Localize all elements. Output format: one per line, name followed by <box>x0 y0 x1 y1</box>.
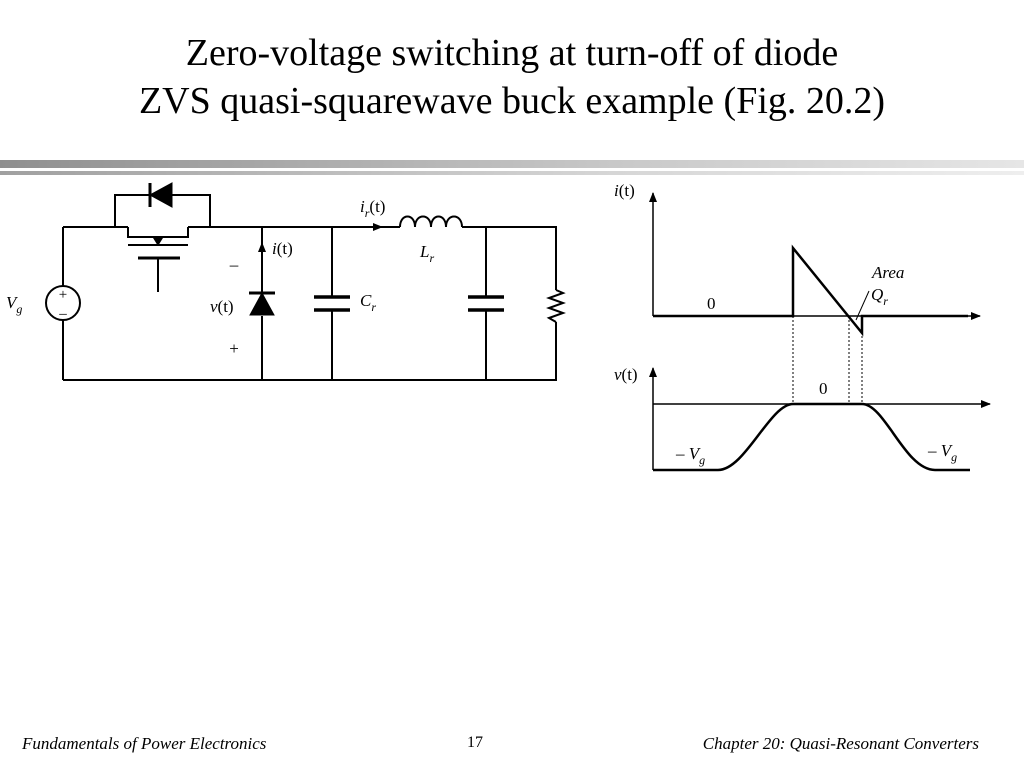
resonant-capacitor <box>314 227 350 380</box>
charge-q-label: Qr <box>871 285 888 308</box>
time-markers <box>792 316 863 404</box>
mosfet-switch <box>127 227 189 292</box>
left-neg-vg-label: – Vg <box>675 444 705 467</box>
freewheeling-diode <box>249 227 275 380</box>
load-resistor <box>546 289 566 323</box>
wire-bottom <box>63 322 557 381</box>
voltage-trace <box>653 402 970 472</box>
source-minus-sign: – <box>58 306 67 322</box>
diode-current-label: i(t) <box>272 239 293 258</box>
right-neg-vg-label: – Vg <box>927 441 957 464</box>
source-label: Vg <box>6 293 22 316</box>
voltage-axis-label: v(t) <box>614 365 638 384</box>
capacitor-label: Cr <box>360 291 376 314</box>
output-capacitor <box>468 227 504 380</box>
slide-title-line-2: ZVS quasi-squarewave buck example (Fig. … <box>138 80 886 122</box>
circuit-schematic <box>45 182 566 381</box>
voltage-zero-label: 0 <box>819 379 828 398</box>
inductor-label: Lr <box>419 242 434 265</box>
waveform-voltage <box>649 367 991 472</box>
wire-top-right <box>462 226 557 290</box>
diode-voltage-label: v(t) <box>210 297 234 316</box>
diode-voltage-minus: – <box>229 255 239 274</box>
resonant-current-label: ir(t) <box>360 197 385 220</box>
diode-voltage-plus: + <box>229 339 239 358</box>
antiparallel-diode <box>114 182 211 228</box>
page-number: 17 <box>467 734 483 751</box>
title-divider-top <box>0 160 1024 168</box>
charge-area-label: Area <box>871 263 904 282</box>
footer-book-title: Fundamentals of Power Electronics <box>22 734 267 753</box>
current-axis-label: i(t) <box>614 181 635 200</box>
source-plus-sign: + <box>59 287 67 303</box>
voltage-source <box>45 285 81 321</box>
charge-area-pointer <box>855 290 870 321</box>
slide-title-line-1: Zero-voltage switching at turn-off of di… <box>185 32 839 74</box>
resonant-inductor <box>399 215 463 228</box>
waveform-current <box>649 192 981 337</box>
current-trace <box>653 244 968 337</box>
title-divider-bottom <box>0 171 1024 175</box>
current-zero-label: 0 <box>707 294 716 313</box>
footer-chapter-title: Chapter 20: Quasi-Resonant Converters <box>702 734 979 753</box>
